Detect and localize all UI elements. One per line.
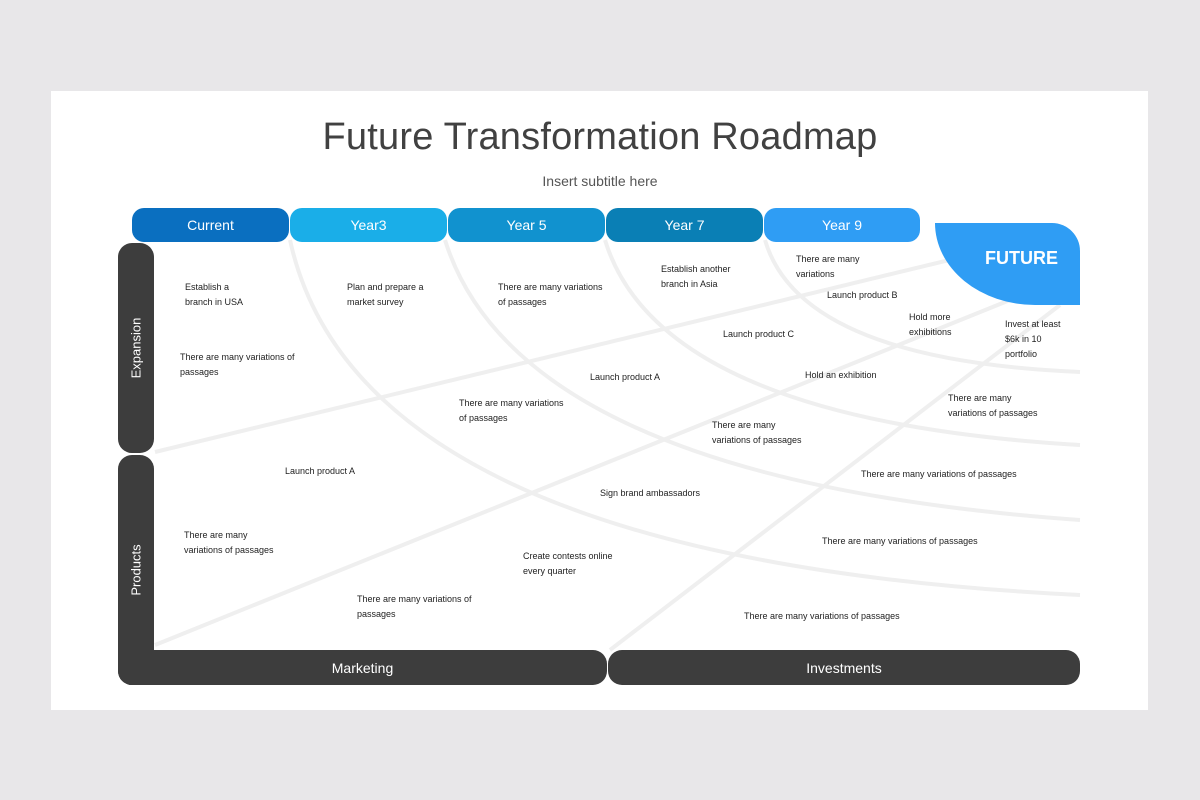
note: Invest at least $6k in 10 portfolio: [1005, 317, 1061, 362]
note-line: variations of passages: [948, 408, 1038, 418]
note-line: every quarter: [523, 566, 577, 576]
note-line: There are many variations of passages: [822, 536, 978, 546]
note: There are many variations of passages: [822, 534, 978, 549]
note-line: Sign brand ambassadors: [600, 488, 701, 498]
note-line: variations of passages: [712, 435, 802, 445]
note-line: Create contests online: [523, 551, 613, 561]
timeline-year5: Year 5: [448, 208, 605, 242]
note: Launch product C: [723, 327, 794, 342]
note-line: There are many variations of: [180, 352, 295, 362]
note: Launch product A: [285, 464, 355, 479]
note-line: Invest at least: [1005, 319, 1061, 329]
timeline-label: Year3: [350, 217, 387, 233]
note: There are many variations of passages: [459, 396, 564, 426]
note: There are many variations of passages: [744, 609, 900, 624]
row-label: Expansion: [128, 317, 144, 379]
timeline-label: Current: [187, 217, 234, 233]
note-line: of passages: [459, 413, 508, 423]
note-line: Establish a: [185, 282, 230, 292]
note-line: There are many variations of: [357, 594, 472, 604]
note: There are many variations of passages: [948, 391, 1038, 421]
note-line: There are many: [948, 393, 1012, 403]
timeline-label: Year 9: [822, 217, 862, 233]
row-products: Products: [118, 455, 154, 685]
note-line: There are many: [796, 254, 860, 264]
note-line: exhibitions: [909, 327, 952, 337]
timeline-label: Year 5: [506, 217, 547, 233]
timeline-label: Year 7: [664, 217, 705, 233]
slide-canvas: [51, 91, 1148, 710]
note-line: variations: [796, 269, 835, 279]
note: Establish a branch in USA: [185, 280, 243, 310]
timeline-current: Current: [132, 208, 289, 242]
note-line: Launch product A: [285, 466, 356, 476]
footer-label: Investments: [806, 659, 882, 676]
note-line: There are many variations of passages: [744, 611, 900, 621]
note: There are many variations of passages: [180, 350, 295, 380]
note-line: There are many variations: [459, 398, 564, 408]
footer-investments: Investments: [608, 650, 1080, 685]
timeline-year9: Year 9: [764, 208, 920, 242]
note-line: $6k in 10: [1005, 334, 1042, 344]
note-line: passages: [357, 609, 396, 619]
row-expansion: Expansion: [118, 243, 154, 453]
note: There are many variations of passages: [357, 592, 472, 622]
timeline-year3: Year3: [290, 208, 447, 242]
note-line: Establish another: [661, 264, 731, 274]
note: There are many variations of passages: [861, 467, 1017, 482]
note-line: market survey: [347, 297, 404, 307]
note: Establish another branch in Asia: [661, 262, 731, 292]
note: Plan and prepare a market survey: [347, 280, 424, 310]
note-line: Hold more: [909, 312, 951, 322]
timeline-year7: Year 7: [606, 208, 763, 242]
note: Hold more exhibitions: [909, 310, 952, 340]
note: There are many variations of passages: [712, 418, 802, 448]
note: There are many variations of passages: [184, 528, 274, 558]
page-subtitle: Insert subtitle here: [542, 173, 658, 189]
note-line: variations of passages: [184, 545, 274, 555]
note-line: Launch product A: [590, 372, 661, 382]
future-badge: FUTURE: [935, 223, 1080, 305]
note: Sign brand ambassadors: [600, 486, 700, 501]
note: Launch product A: [590, 370, 660, 385]
note: Hold an exhibition: [805, 368, 877, 383]
note-line: There are many variations: [498, 282, 603, 292]
note-line: passages: [180, 367, 219, 377]
note-line: branch in Asia: [661, 279, 718, 289]
footer-marketing: Marketing: [118, 650, 607, 685]
note-line: Hold an exhibition: [805, 370, 877, 380]
note-line: of passages: [498, 297, 547, 307]
note-line: Plan and prepare a: [347, 282, 424, 292]
note-line: portfolio: [1005, 349, 1038, 359]
note-line: branch in USA: [185, 297, 244, 307]
note: There are many variations: [796, 252, 860, 282]
note: Create contests online every quarter: [523, 549, 613, 579]
note-line: There are many variations of passages: [861, 469, 1017, 479]
note-line: Launch product C: [723, 329, 795, 339]
note-line: There are many: [184, 530, 248, 540]
note-line: Launch product B: [827, 290, 898, 300]
future-label: FUTURE: [985, 248, 1058, 268]
note: There are many variations of passages: [498, 280, 603, 310]
page-title: Future Transformation Roadmap: [322, 116, 878, 158]
note: Launch product B: [827, 288, 898, 303]
row-label: Products: [128, 544, 144, 596]
note-line: There are many: [712, 420, 776, 430]
footer-label: Marketing: [331, 659, 394, 676]
